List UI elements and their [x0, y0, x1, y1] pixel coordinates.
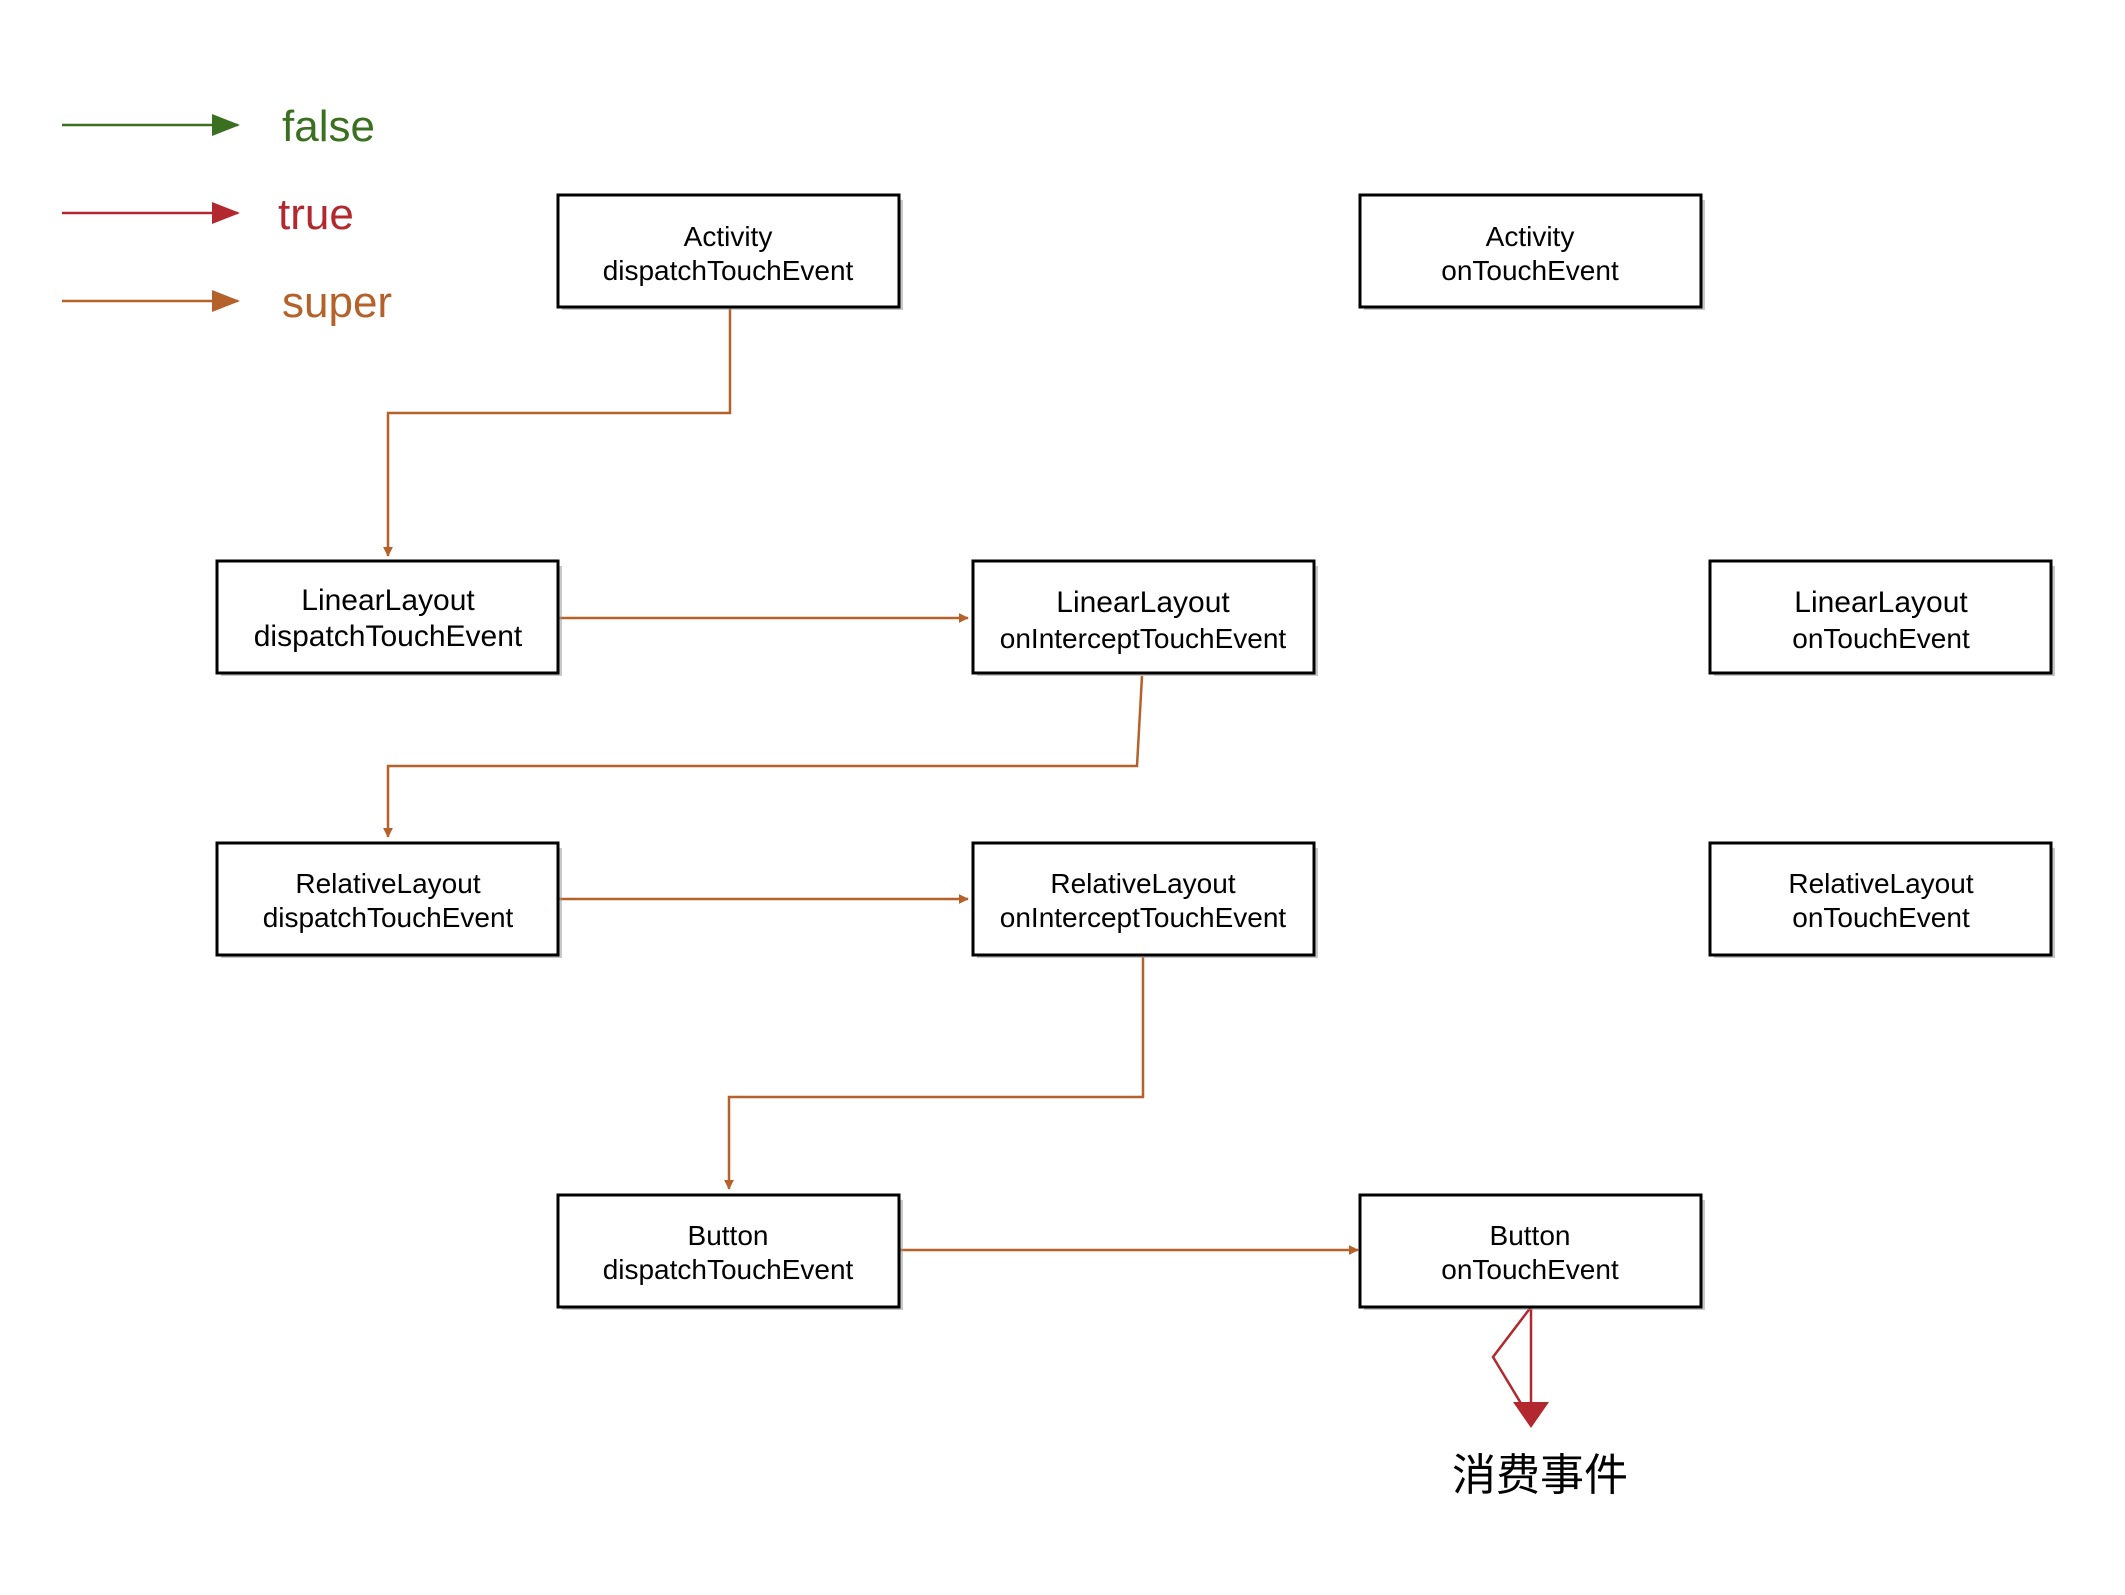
node-relative-dispatch-line1: RelativeLayout [295, 868, 480, 899]
node-relative-dispatch-line2: dispatchTouchEvent [263, 902, 514, 933]
node-linear-intercept-line2: onInterceptTouchEvent [1000, 623, 1287, 654]
node-relative-intercept-line1: RelativeLayout [1050, 868, 1235, 899]
node-linear-intercept-line1: LinearLayout [1056, 586, 1230, 619]
node-linear-dispatch-line1: LinearLayout [301, 584, 475, 617]
node-button-ontouch-line2: onTouchEvent [1441, 1254, 1619, 1285]
nodes: Activity dispatchTouchEvent Activity onT… [215, 193, 2055, 1310]
node-linear-dispatch-line2: dispatchTouchEvent [254, 620, 523, 653]
edge-button-ontouch-to-consume-bend [1491, 1306, 1533, 1421]
node-linear-ontouch-line1: LinearLayout [1794, 586, 1968, 619]
legend-item-false: false [62, 102, 375, 151]
legend-arrowhead-super [212, 290, 240, 312]
node-linear-ontouch: LinearLayout onTouchEvent [1708, 559, 2055, 676]
node-activity-ontouch-line1: Activity [1486, 221, 1575, 252]
node-linear-dispatch: LinearLayout dispatchTouchEvent [215, 559, 562, 676]
node-linear-ontouch-line2: onTouchEvent [1792, 623, 1970, 654]
edge-activity-dispatch-to-linear-dispatch [383, 308, 732, 557]
edge-linear-intercept-to-relative-dispatch [383, 675, 1144, 838]
node-activity-ontouch: Activity onTouchEvent [1358, 193, 1705, 310]
node-linear-intercept: LinearLayout onInterceptTouchEvent [971, 559, 1318, 676]
node-button-dispatch-line2: dispatchTouchEvent [603, 1254, 854, 1285]
node-relative-intercept: RelativeLayout onInterceptTouchEvent [971, 841, 1318, 958]
node-relative-ontouch: RelativeLayout onTouchEvent [1708, 841, 2055, 958]
node-activity-dispatch: Activity dispatchTouchEvent [556, 193, 903, 310]
node-button-dispatch: Button dispatchTouchEvent [556, 1193, 903, 1310]
node-activity-dispatch-line2: dispatchTouchEvent [603, 255, 854, 286]
node-activity-ontouch-line2: onTouchEvent [1441, 255, 1619, 286]
node-relative-ontouch-line2: onTouchEvent [1792, 902, 1970, 933]
edge-relative-intercept-to-button-dispatch [724, 957, 1145, 1190]
legend-item-super: super [62, 278, 392, 327]
legend-label-false: false [282, 102, 375, 151]
legend-label-super: super [282, 278, 392, 327]
node-button-ontouch-line1: Button [1490, 1220, 1571, 1251]
edge-true-arrowhead [1513, 1402, 1549, 1428]
node-button-dispatch-line1: Button [688, 1220, 769, 1251]
legend-arrowhead-true [212, 202, 240, 224]
legend-item-true: true [62, 190, 354, 239]
node-relative-intercept-line2: onInterceptTouchEvent [1000, 902, 1287, 933]
node-button-ontouch: Button onTouchEvent [1358, 1193, 1705, 1310]
legend-arrowhead-false [212, 114, 240, 136]
edges [383, 308, 1549, 1428]
node-activity-dispatch-line1: Activity [684, 221, 773, 252]
legend: false true super [62, 102, 392, 327]
node-relative-dispatch: RelativeLayout dispatchTouchEvent [215, 841, 562, 958]
consume-event-label: 消费事件 [1452, 1450, 1628, 1501]
node-relative-ontouch-line1: RelativeLayout [1788, 868, 1973, 899]
legend-label-true: true [278, 190, 354, 239]
